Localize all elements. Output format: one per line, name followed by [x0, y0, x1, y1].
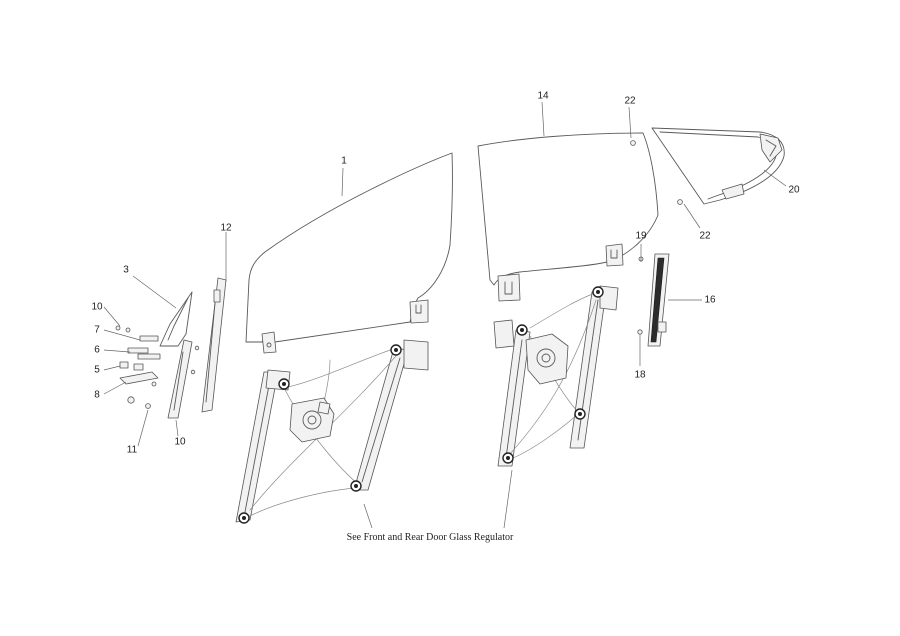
- front-window-regulator: [235, 339, 429, 524]
- small-hardware-group: [115, 325, 200, 409]
- callout-5: 5: [94, 365, 100, 376]
- callout-1: 1: [341, 156, 347, 167]
- callout-22-lower: 22: [699, 231, 711, 242]
- callout-18: 18: [634, 370, 646, 381]
- quarter-glass: [651, 127, 785, 205]
- leader-lines: [103, 101, 787, 529]
- callout-20: 20: [788, 185, 800, 196]
- rear-door-glass: [477, 132, 659, 302]
- callout-10-lower: 10: [174, 437, 186, 448]
- callout-10-upper: 10: [91, 302, 103, 313]
- quarter-glass-fasteners: [630, 140, 683, 205]
- rear-window-regulator: [493, 285, 619, 467]
- callout-labels: 1 3 5 6 7 8 10 10 11 12 14 16 18 19 20 2…: [91, 91, 800, 456]
- callout-16: 16: [704, 295, 716, 306]
- callout-19: 19: [635, 231, 647, 242]
- callout-22-upper: 22: [624, 96, 636, 107]
- callout-3: 3: [123, 265, 129, 276]
- callout-8: 8: [94, 390, 100, 401]
- callout-14: 14: [537, 91, 549, 102]
- callout-6: 6: [94, 345, 100, 356]
- mirror-patch-trim: [159, 291, 193, 347]
- front-door-glass: [245, 152, 453, 354]
- callout-7: 7: [94, 325, 100, 336]
- callout-12: 12: [220, 223, 232, 234]
- regulator-reference-note: See Front and Rear Door Glass Regulator: [347, 532, 514, 543]
- division-channel: [637, 253, 670, 347]
- callout-11: 11: [127, 445, 138, 456]
- glass-run-channel: [167, 277, 227, 419]
